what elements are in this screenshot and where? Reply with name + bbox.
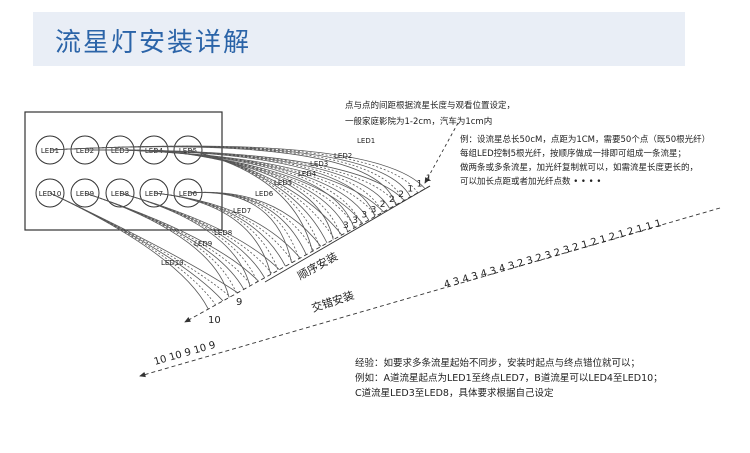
experience-line-2: 例如：A道流星起点为LED1至终点LED7，B道流星可以LED4至LED10；: [355, 372, 663, 384]
fiber-line: [49, 192, 209, 310]
fiber-line: [153, 192, 272, 275]
staggered-start-numbers: 10 10 9 10 9: [153, 340, 217, 368]
sequential-strip-top: [264, 185, 431, 283]
fiber-led-label: LED3: [310, 160, 328, 168]
fiber-led-label: LED5: [274, 179, 292, 187]
led-circle: [35, 178, 65, 208]
led-box: [24, 111, 223, 231]
note-line-4: 每组LED控制5根光纤，按顺序做成一排即可组成一条流星；: [460, 148, 686, 159]
sequential-number: 2: [398, 190, 404, 200]
sequential-number: 3: [361, 211, 367, 221]
page-title: 流星灯安装详解: [55, 28, 252, 58]
sequential-number: 2: [389, 195, 395, 205]
fiber-led-label: LED9: [194, 240, 212, 248]
fiber-line: [119, 192, 251, 287]
note-line-6: 可以加长点距或者加光纤点数 • • • •: [460, 176, 601, 187]
fiber-led-label: LED10: [161, 259, 184, 267]
fiber-line: [119, 192, 273, 274]
sequential-strip-line: [184, 185, 431, 323]
led-circle: [173, 135, 203, 165]
led-circle: [139, 178, 169, 208]
led-circle: [35, 135, 65, 165]
fiber-line: [84, 192, 252, 286]
fiber-line: [119, 192, 280, 270]
fiber-line: [49, 146, 397, 206]
fiber-line: [153, 149, 341, 236]
fiber-line: [84, 192, 237, 294]
fiber-led-label: LED7: [233, 207, 251, 215]
led-circle: [105, 178, 135, 208]
note-line-2: 一般家庭影院为1-2cm，汽车为1cm内: [345, 116, 492, 127]
fiber-line: [84, 192, 230, 298]
fiber-line: [153, 149, 363, 224]
fiber-led-label: LED4: [298, 170, 317, 178]
led-label: LED3: [111, 147, 129, 155]
fiber-line: [49, 192, 231, 298]
sequential-number: 3: [343, 221, 349, 231]
experience-block: 经验：如要求多条流星起始不同步，安装时起点与终点错位就可以； 例如：A道流星起点…: [355, 357, 663, 399]
sequential-number: 3: [352, 216, 358, 226]
led-label: LED2: [76, 147, 94, 155]
staggered-strip-line: [139, 207, 721, 378]
sequential-number: 1: [426, 174, 432, 184]
fiber-line: [153, 149, 334, 240]
fiber-line: [49, 145, 419, 194]
notes-block: 点与点的间距根据流星长度与观看位置设定， 一般家庭影院为1-2cm，汽车为1cm…: [345, 100, 710, 187]
sequential-number: 2: [380, 200, 386, 210]
fiber-line: [119, 149, 355, 229]
led-circle: [70, 178, 100, 208]
fiber-line: [84, 149, 383, 213]
led-label: LED6: [179, 190, 198, 198]
fiber-led-label: LED1: [357, 137, 375, 145]
sequential-end-10: 10: [208, 315, 221, 326]
fiber-line: [187, 149, 313, 252]
led-label: LED5: [179, 147, 197, 155]
sequential-end-9: 9: [236, 297, 242, 308]
experience-line-1: 经验：如要求多条流星起始不同步，安装时起点与终点错位就可以；: [355, 357, 640, 369]
fiber-line: [187, 191, 322, 247]
fiber-led-label: LED2: [334, 152, 352, 160]
fiber-labels: LED1LED2LED3LED4LED5LED6LED7LED8LED9LED1…: [161, 137, 375, 267]
fiber-line: [187, 191, 314, 251]
sequential-number: 3: [371, 205, 377, 215]
fiber-line: [153, 192, 301, 259]
sequential-number: 1: [417, 179, 423, 189]
note-line-1: 点与点的间距根据流星长度与观看位置设定，: [345, 100, 515, 111]
experience-line-3: C道流星LED3至LED8，具体要求根据自己设定: [355, 387, 554, 399]
fiber-line: [119, 192, 258, 283]
note-line-3: 例：设流星总长50cM，点距为1CM，需要50个点（既50根光纤）: [460, 134, 710, 145]
staggered-label: 交错安装: [310, 288, 356, 315]
note-line-5: 做两条或多条流星，加光纤复制就可以，如需流星长度更长的，: [460, 162, 698, 173]
led-label: LED7: [145, 190, 163, 198]
led-label: LED8: [111, 190, 129, 198]
led-circle: [173, 178, 203, 208]
led-label: LED10: [39, 190, 62, 198]
sequential-label: 顺序安装: [295, 249, 340, 283]
fiber-led-label: LED8: [214, 229, 232, 237]
sequential-number: 1: [407, 185, 413, 195]
fiber-line: [187, 191, 300, 259]
fiber-line: [187, 192, 292, 263]
fiber-led-label: LED6: [255, 190, 274, 198]
fiber-bundles: [49, 145, 426, 310]
title-band: [33, 12, 685, 66]
fiber-line: [84, 149, 398, 205]
led-label: LED9: [76, 190, 94, 198]
staggered-numbers: 4 3 4 3 4 3 4 3 2 3 2 3 2 3 2 1 2 1 2 1 …: [443, 218, 663, 291]
led-label: LED1: [41, 147, 59, 155]
fiber-line: [84, 149, 376, 217]
